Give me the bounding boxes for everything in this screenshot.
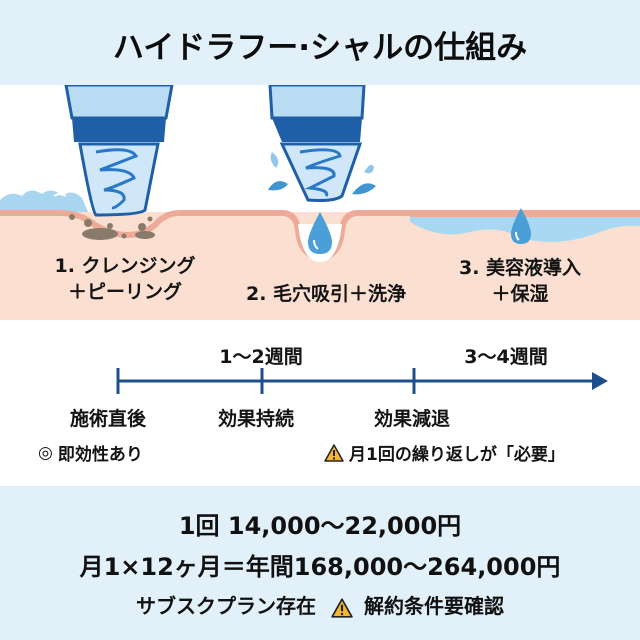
step-3-line2: ＋保湿 [491,283,549,305]
step-2-line1: 2. 毛穴吸引＋洗浄 [245,283,407,305]
page-title: ハイドラフー·シャルの仕組み [112,30,528,66]
point-2-label: 効果減退 [374,408,451,430]
warning-icon [324,443,344,462]
subscription-text: サブスクプラン存在 [136,594,317,618]
price-panel: 1回 14,000〜22,000円 月1×12ヶ月＝年間168,000〜264,… [0,486,640,640]
subscription-warning-text: 解約条件要確認 [363,594,504,618]
point-0-label: 施術直後 [70,408,147,430]
step-1-line1: 1. クレンジング [54,255,196,277]
illustration: 1. クレンジング ＋ピーリング 2. 毛穴吸引＋洗浄 3. 美容液導入 ＋保湿 [0,85,640,320]
period-2: 3〜4週間 [464,346,548,368]
nozzle-suction-icon [268,85,376,254]
arrow-head-icon [592,372,608,390]
note-repeat: 月1回の繰り返しが「必要」 [324,440,565,465]
step-1-label: 1. クレンジング ＋ピーリング [30,253,220,305]
price-per-session: 1回 14,000〜22,000円 [178,512,462,540]
step-2-label: 2. 毛穴吸引＋洗浄 [226,281,426,307]
period-1: 1〜2週間 [219,346,303,368]
timeline-axis [116,368,608,394]
subscription-line: サブスクプラン存在 解約条件要確認 [0,590,640,619]
process-illustration [0,85,640,320]
point-1-label: 効果持続 [218,408,295,430]
note-immediate-text: 即効性あり [57,445,143,465]
nozzle-exfoliation-icon [64,85,174,217]
step-3-label: 3. 美容液導入 ＋保湿 [440,255,600,307]
foam-icon [0,190,88,212]
note-immediate: ◎ 即効性あり [38,440,143,466]
step-1-line2: ＋ピーリング [67,281,182,303]
price-annual: 月1×12ヶ月＝年間168,000〜264,000円 [79,553,561,581]
header: ハイドラフー·シャルの仕組み [0,0,640,85]
note-repeat-text: 月1回の繰り返しが「必要」 [349,445,565,465]
step-3-line1: 3. 美容液導入 [458,257,582,279]
warning-icon [331,597,353,618]
dirt-particles-icon [69,214,155,240]
timeline: 1〜2週間 3〜4週間 施術直後 効果持続 効果減退 ◎ 即効性あり 月1回の繰… [0,320,640,486]
double-circle-icon: ◎ [38,442,53,463]
